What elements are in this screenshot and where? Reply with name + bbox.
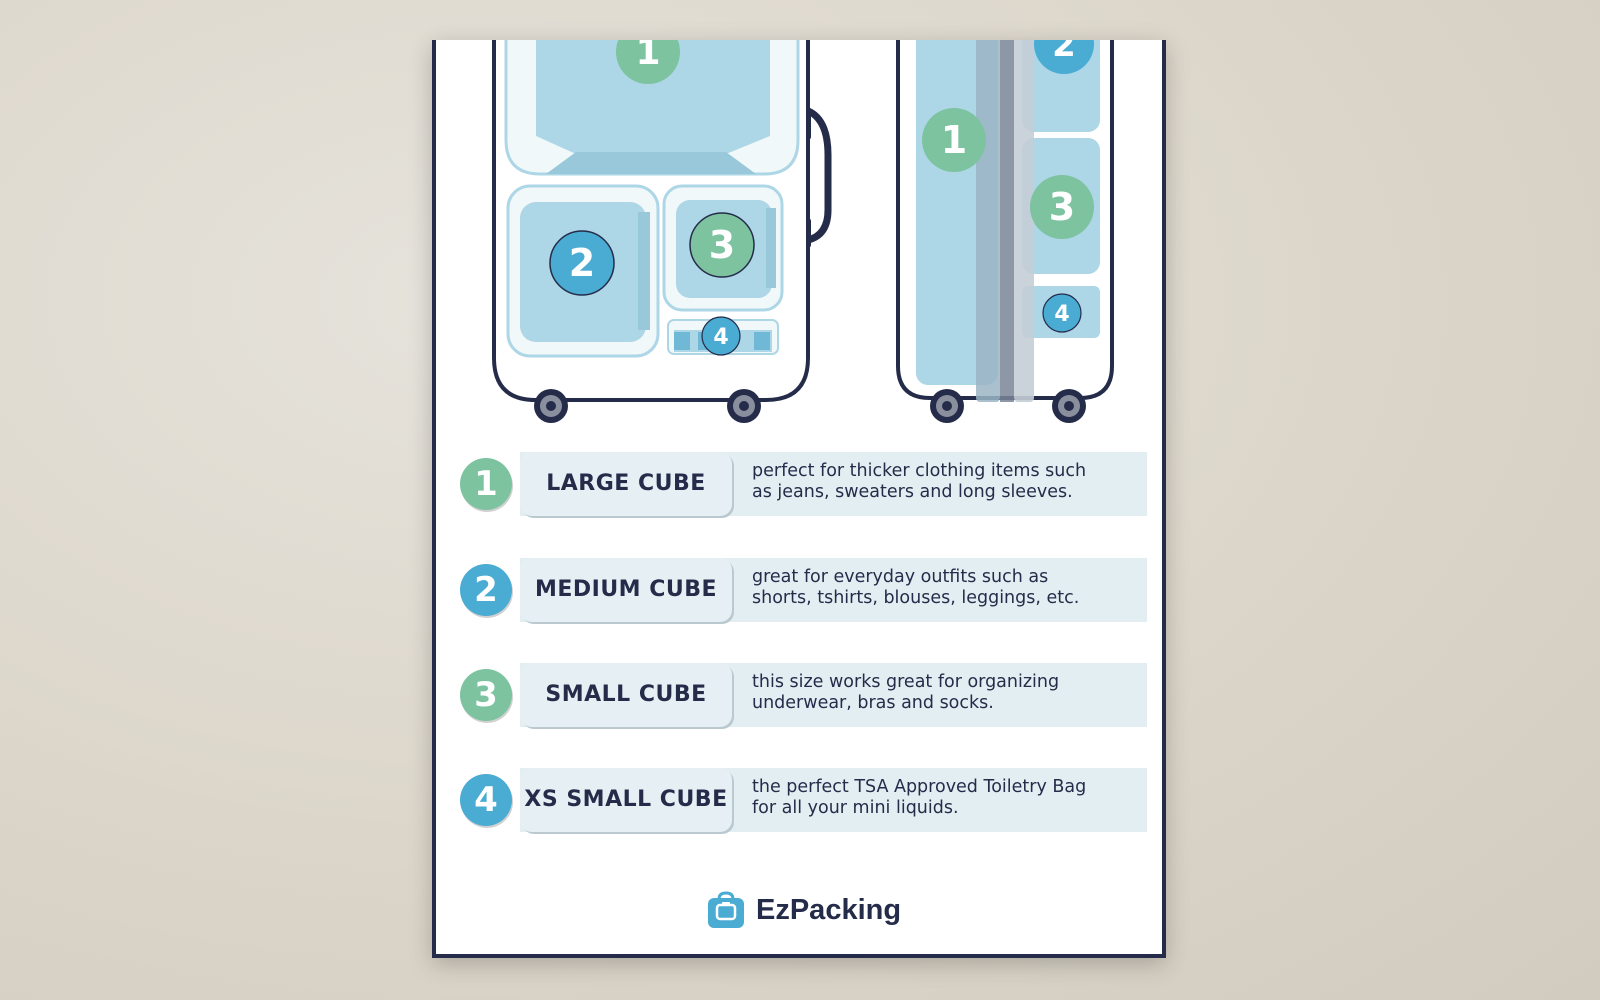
brand-name: EzPacking <box>756 893 902 926</box>
front-badge-1: 1 <box>616 40 680 84</box>
svg-text:4: 4 <box>713 325 728 350</box>
svg-text:2: 2 <box>1052 40 1076 65</box>
number-badge: 2 <box>460 564 512 616</box>
cube-title: MEDIUM CUBE <box>520 558 732 622</box>
number-badge: 3 <box>460 669 512 721</box>
side-badge-4: 4 <box>1042 293 1082 333</box>
infographic-card: 1 2 3 4 <box>432 40 1166 958</box>
number-badge: 1 <box>460 458 512 510</box>
svg-text:3: 3 <box>709 223 735 267</box>
bag-icon <box>708 891 744 928</box>
svg-text:1: 1 <box>635 40 660 73</box>
cube-title: XS SMALL CUBE <box>520 768 732 832</box>
suitcase-illustration: 1 2 3 4 <box>492 40 1114 423</box>
cube-title: SMALL CUBE <box>520 663 732 727</box>
front-badge-2: 2 <box>549 230 615 296</box>
svg-text:1: 1 <box>941 118 967 162</box>
side-badge-1: 1 <box>922 108 986 172</box>
brand-logo: EzPacking <box>706 888 901 932</box>
front-badge-4: 4 <box>701 316 741 356</box>
cube-title: LARGE CUBE <box>520 452 732 516</box>
legend-row-medium: 2 MEDIUM CUBE great for everyday outfits… <box>460 556 1147 624</box>
number-badge: 4 <box>460 774 512 826</box>
legend-row-large: 1 LARGE CUBE perfect for thicker clothin… <box>460 450 1147 518</box>
side-badge-2: 2 <box>1034 40 1094 74</box>
side-badge-3: 3 <box>1030 175 1094 239</box>
legend-row-xs-small: 4 XS SMALL CUBE the perfect TSA Approved… <box>460 766 1147 834</box>
legend-row-small: 3 SMALL CUBE this size works great for o… <box>460 661 1147 729</box>
side-view-suitcase: 1 2 3 4 <box>896 40 1114 423</box>
svg-text:4: 4 <box>1054 302 1069 327</box>
front-view-suitcase: 1 2 3 4 <box>492 40 832 423</box>
svg-text:3: 3 <box>1049 185 1075 229</box>
front-badge-3: 3 <box>689 212 755 278</box>
svg-text:2: 2 <box>569 241 595 285</box>
